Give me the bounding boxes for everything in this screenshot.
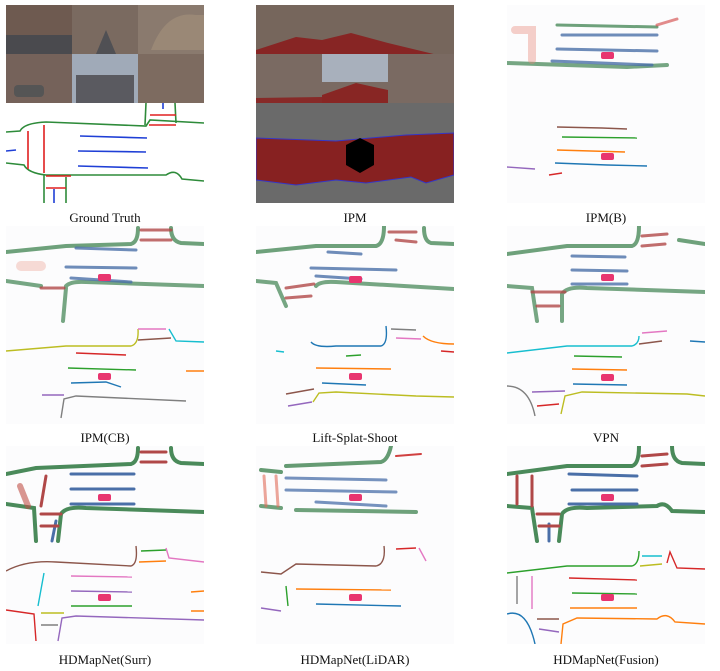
ego-car-icon bbox=[349, 494, 362, 501]
instance-map bbox=[6, 328, 204, 419]
lss-figure bbox=[256, 226, 454, 424]
panel-lift-splat-shoot bbox=[256, 226, 454, 424]
panel-ground-truth bbox=[6, 5, 204, 203]
caption-hdmapnet-surr: HDMapNet(Surr) bbox=[58, 652, 152, 667]
ipm-figure bbox=[256, 5, 454, 203]
ego-car-icon bbox=[601, 494, 614, 501]
instance-map bbox=[507, 549, 705, 644]
ipm-b-figure bbox=[507, 5, 705, 203]
ego-car-icon bbox=[349, 373, 362, 380]
ego-car-icon bbox=[98, 594, 111, 601]
panel-ipm bbox=[256, 5, 454, 203]
ego-car-icon bbox=[601, 153, 614, 160]
semantic-map bbox=[507, 226, 705, 323]
ego-car-icon bbox=[601, 374, 614, 381]
camera-images bbox=[6, 5, 204, 103]
caption-hdmapnet-lidar: HDMapNet(LiDAR) bbox=[300, 652, 410, 667]
ego-car-icon bbox=[601, 274, 614, 281]
caption-vpn: VPN bbox=[592, 430, 619, 445]
caption-ground-truth: Ground Truth bbox=[69, 210, 141, 225]
instance-map bbox=[507, 330, 705, 417]
semantic-map bbox=[259, 446, 422, 514]
ground-truth-figure bbox=[6, 5, 204, 203]
gt-map bbox=[6, 102, 204, 203]
panel-hdmapnet-surr bbox=[6, 446, 204, 644]
ego-car-icon bbox=[98, 274, 111, 281]
panel-hdmapnet-lidar bbox=[256, 446, 454, 644]
ego-car-icon bbox=[601, 52, 614, 59]
instance-map bbox=[275, 325, 454, 407]
panel-ipm-b bbox=[507, 5, 705, 203]
semantic-map bbox=[6, 226, 204, 323]
instance-map bbox=[260, 545, 427, 612]
caption-ipm-b: IPM(B) bbox=[585, 210, 627, 225]
ego-car-icon bbox=[349, 594, 362, 601]
panel-vpn bbox=[507, 226, 705, 424]
semantic-map bbox=[6, 446, 204, 543]
caption-hdmapnet-fusion: HDMapNet(Fusion) bbox=[553, 652, 659, 667]
caption-ipm-cb: IPM(CB) bbox=[80, 430, 130, 445]
ego-car-icon bbox=[601, 594, 614, 601]
hdmapnet-surr-figure bbox=[6, 446, 204, 644]
panel-hdmapnet-fusion bbox=[507, 446, 705, 644]
caption-lift-splat-shoot: Lift-Splat-Shoot bbox=[312, 430, 398, 445]
hdmapnet-fusion-figure bbox=[507, 446, 705, 644]
caption-ipm: IPM bbox=[343, 210, 367, 225]
ego-car-icon bbox=[349, 276, 362, 283]
instance-map bbox=[507, 126, 648, 176]
panel-ipm-cb bbox=[6, 226, 204, 424]
ego-car-icon bbox=[98, 373, 111, 380]
ego-car-icon bbox=[98, 494, 111, 501]
semantic-map bbox=[256, 226, 454, 308]
ipm-cb-figure bbox=[6, 226, 204, 424]
instance-map bbox=[6, 545, 204, 642]
semantic-map bbox=[507, 17, 679, 70]
semantic-map bbox=[507, 446, 705, 543]
vpn-figure bbox=[507, 226, 705, 424]
hdmapnet-lidar-figure bbox=[256, 446, 454, 644]
